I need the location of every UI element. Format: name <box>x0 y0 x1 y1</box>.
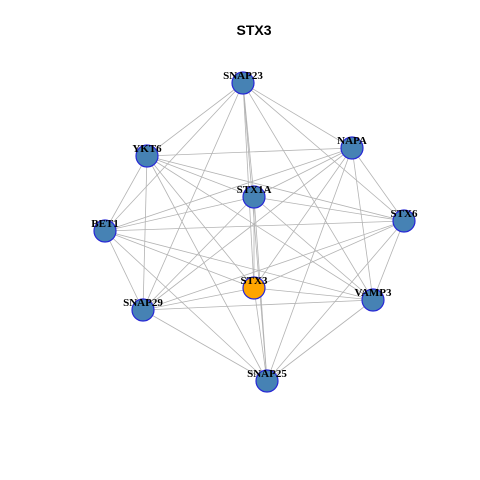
edge-bet1-vamp3 <box>104 230 374 301</box>
edge-snap23-napa <box>242 82 353 149</box>
edge-napa-snap29 <box>142 147 353 311</box>
node-label-snap23: SNAP23 <box>223 70 263 82</box>
edge-stx6-stx3 <box>253 220 405 289</box>
node-label-ykt6: YKT6 <box>132 143 162 155</box>
edge-ykt6-snap25 <box>146 155 268 382</box>
node-label-snap25: SNAP25 <box>247 368 287 380</box>
edge-snap23-vamp3 <box>242 82 374 301</box>
node-label-stx6: STX6 <box>391 208 418 220</box>
node-label-vamp3: VAMP3 <box>354 287 392 299</box>
edge-napa-ykt6 <box>146 147 353 157</box>
edge-bet1-stx3 <box>104 230 255 289</box>
edge-napa-vamp3 <box>351 147 374 301</box>
node-stx1a[interactable] <box>242 185 266 209</box>
edge-ykt6-stx1a <box>146 155 255 198</box>
node-snap25[interactable] <box>255 369 279 393</box>
node-napa[interactable] <box>340 136 364 160</box>
node-label-snap29: SNAP29 <box>123 297 163 309</box>
node-label-bet1: BET1 <box>91 218 119 230</box>
edge-snap23-ykt6 <box>146 82 244 157</box>
edge-napa-bet1 <box>104 147 353 232</box>
node-bet1[interactable] <box>93 219 117 243</box>
edge-napa-stx1a <box>253 147 353 198</box>
node-snap29[interactable] <box>131 298 155 322</box>
node-layer <box>93 71 416 393</box>
edge-layer <box>104 82 405 382</box>
edge-napa-stx6 <box>351 147 405 222</box>
edge-snap23-bet1 <box>104 82 244 232</box>
edge-stx6-snap29 <box>142 220 405 311</box>
edge-snap23-snap29 <box>142 82 244 311</box>
edge-snap23-stx6 <box>242 82 405 222</box>
edge-ykt6-snap29 <box>142 155 148 311</box>
edge-snap23-snap25 <box>242 82 268 382</box>
edge-ykt6-vamp3 <box>146 155 374 301</box>
edge-stx1a-snap29 <box>142 196 255 311</box>
node-snap23[interactable] <box>231 71 255 95</box>
edge-ykt6-stx3 <box>146 155 255 289</box>
node-ykt6[interactable] <box>135 144 159 168</box>
edge-bet1-snap25 <box>104 230 268 382</box>
edge-ykt6-stx6 <box>146 155 405 222</box>
node-label-stx1a: STX1A <box>237 184 272 196</box>
graph-title: STX3 <box>236 22 271 38</box>
edge-napa-stx3 <box>253 147 353 289</box>
edge-ykt6-bet1 <box>104 155 148 232</box>
edge-stx3-snap29 <box>142 287 255 311</box>
edge-vamp3-snap29 <box>142 299 374 311</box>
edge-stx6-bet1 <box>104 220 405 232</box>
node-stx6[interactable] <box>392 209 416 233</box>
edge-stx1a-stx6 <box>253 196 405 222</box>
edge-stx1a-bet1 <box>104 196 255 232</box>
edge-snap29-snap25 <box>142 309 268 382</box>
edge-vamp3-snap25 <box>266 299 374 382</box>
edge-stx3-snap25 <box>253 287 268 382</box>
node-stx3[interactable] <box>242 276 266 300</box>
node-label-napa: NAPA <box>337 135 367 147</box>
edge-stx6-snap25 <box>266 220 405 382</box>
edge-napa-snap25 <box>266 147 353 382</box>
edge-snap23-stx3 <box>242 82 255 289</box>
node-vamp3[interactable] <box>361 288 385 312</box>
edge-stx1a-vamp3 <box>253 196 374 301</box>
edge-bet1-snap29 <box>104 230 144 311</box>
node-label-stx3: STX3 <box>241 275 268 287</box>
edge-stx6-vamp3 <box>372 220 405 301</box>
edge-stx3-vamp3 <box>253 287 374 301</box>
